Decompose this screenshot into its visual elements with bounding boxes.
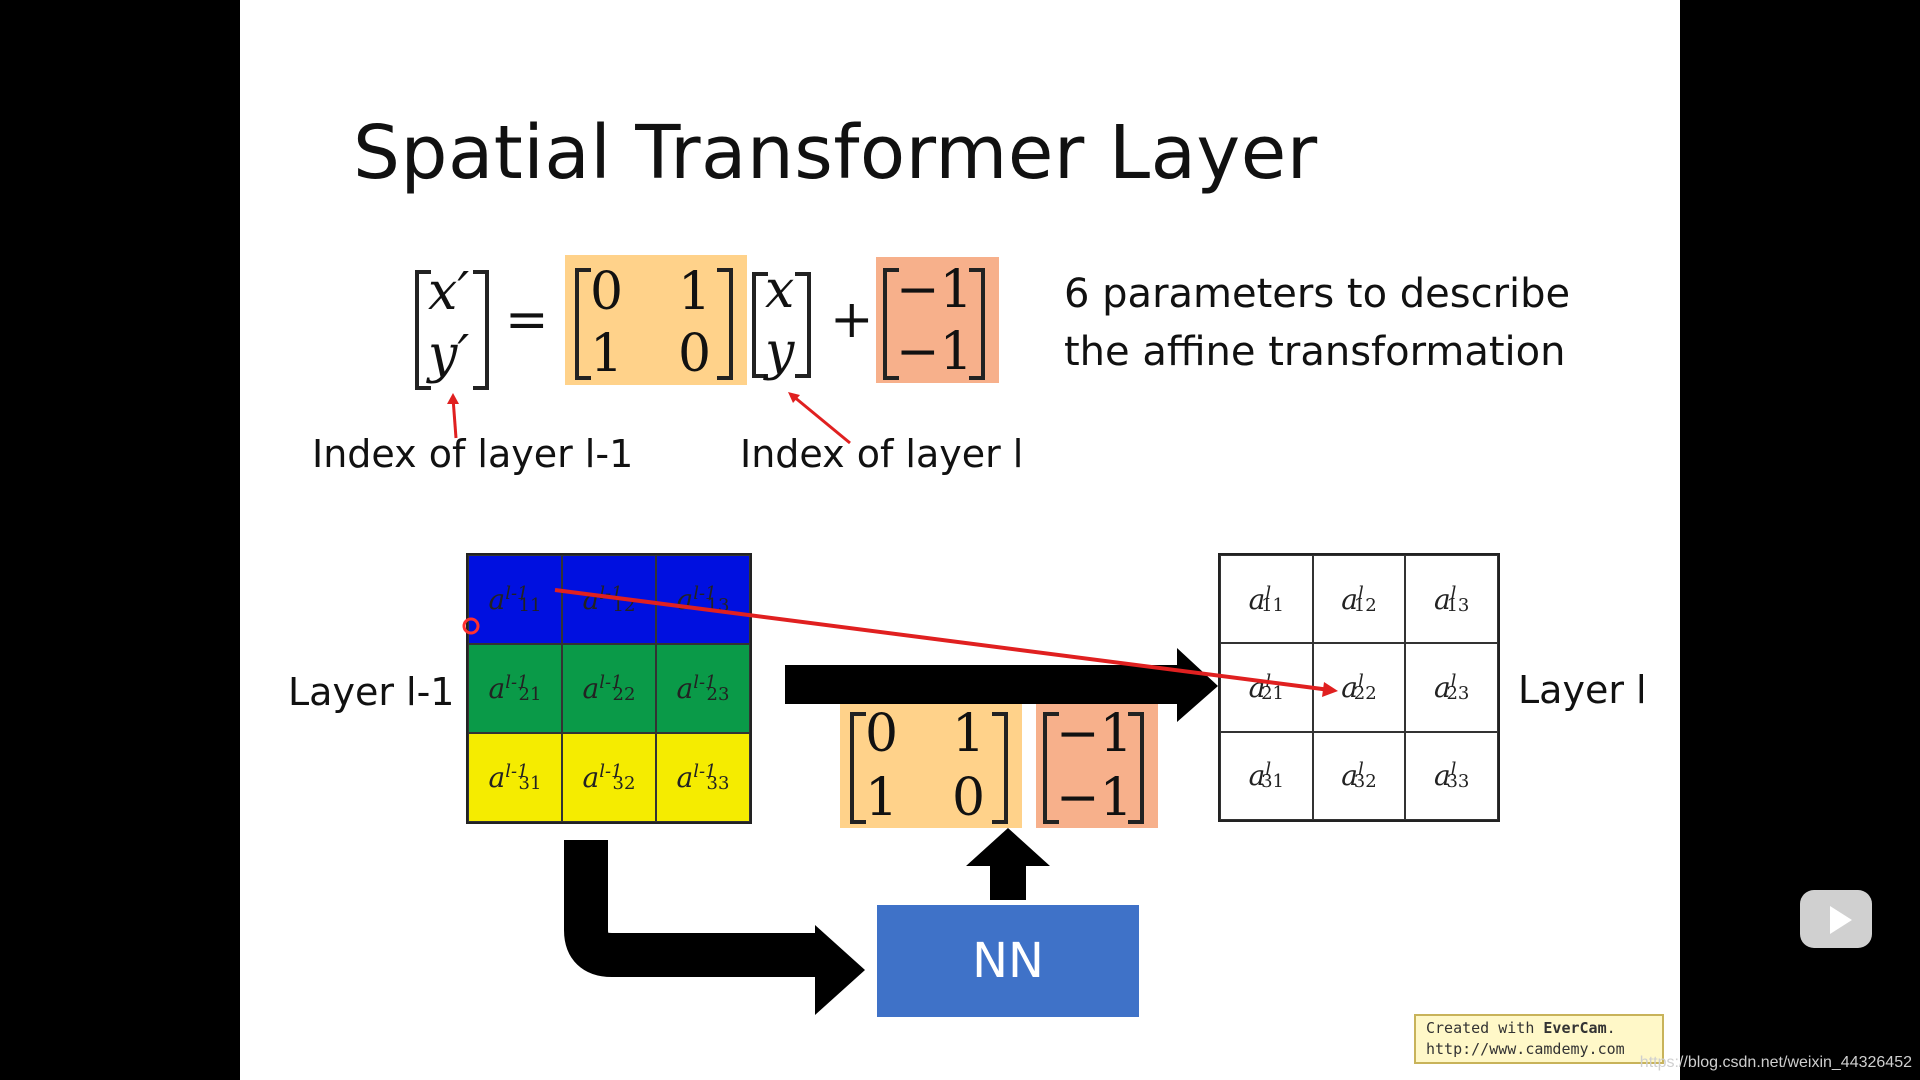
bracket-left bbox=[883, 268, 899, 380]
layer-next-grid: al11al12al13al21al22al23al31al32al33 bbox=[1218, 553, 1500, 822]
label-index-prev: Index of layer l-1 bbox=[312, 432, 634, 476]
bent-arrow-icon bbox=[564, 840, 815, 977]
vec-y: y bbox=[765, 322, 795, 382]
description-line: the affine transformation bbox=[1064, 329, 1566, 375]
matrix-cell: 0 bbox=[952, 768, 986, 828]
layer-prev-label: Layer l-1 bbox=[288, 670, 455, 714]
red-arrow-icon bbox=[792, 394, 851, 445]
watermark-line: http://www.camdemy.com bbox=[1426, 1040, 1625, 1058]
lhs-x: x′ bbox=[428, 262, 470, 322]
slide: Spatial Transformer Layer x′ y′ = 0 1 1 … bbox=[240, 0, 1680, 1080]
up-arrow-icon bbox=[966, 828, 1050, 900]
matrix-cell: 1 bbox=[865, 768, 899, 828]
evercam-watermark: Created with EverCam. http://www.camdemy… bbox=[1414, 1014, 1664, 1064]
vec-x: x bbox=[765, 260, 795, 320]
csdn-url: https://blog.csdn.net/weixin_44326452 bbox=[1639, 1054, 1912, 1071]
bracket-right bbox=[1128, 712, 1144, 824]
bracket-left bbox=[850, 712, 866, 824]
label-index-next: Index of layer l bbox=[740, 432, 1024, 476]
matrix-cell: 0 bbox=[590, 262, 624, 322]
bias-cell: −1 bbox=[1056, 704, 1133, 764]
nn-box: NN bbox=[877, 905, 1139, 1017]
transform-arrow-icon bbox=[785, 648, 1218, 722]
bias-cell: −1 bbox=[896, 260, 973, 320]
bracket-left bbox=[575, 268, 591, 380]
plus-sign: + bbox=[830, 290, 874, 350]
bracket-right bbox=[992, 712, 1008, 824]
red-arrow-icon bbox=[451, 397, 458, 439]
bottom-matrix-highlight bbox=[840, 700, 1022, 828]
bracket-right bbox=[717, 268, 733, 380]
bracket-left bbox=[752, 272, 768, 378]
bracket-left bbox=[1043, 712, 1059, 824]
red-arrow-head-icon bbox=[447, 393, 459, 404]
bottom-bias-highlight bbox=[1036, 700, 1158, 828]
bias-cell: −1 bbox=[896, 322, 973, 382]
description: 6 parameters to describe the affine tran… bbox=[1064, 265, 1570, 381]
arrows-overlay bbox=[447, 392, 1338, 1015]
slide-title: Spatial Transformer Layer bbox=[353, 110, 1318, 196]
matrix-cell: 1 bbox=[678, 262, 712, 322]
bent-arrow-head-icon bbox=[815, 925, 865, 1015]
mapping-line-icon bbox=[554, 588, 1331, 692]
equals-sign: = bbox=[505, 290, 549, 350]
layer-next-label: Layer l bbox=[1518, 668, 1647, 712]
matrix-cell: 1 bbox=[590, 324, 624, 384]
red-arrow-head-icon bbox=[788, 392, 800, 403]
bracket-right bbox=[473, 270, 489, 390]
bracket-right bbox=[795, 272, 811, 378]
description-line: 6 parameters to describe bbox=[1064, 271, 1571, 317]
matrix-cell: 0 bbox=[678, 324, 712, 384]
cursor-dot-icon bbox=[462, 617, 480, 635]
matrix-cell: 1 bbox=[952, 704, 986, 764]
bracket-left bbox=[415, 270, 431, 390]
bias-highlight bbox=[876, 257, 999, 383]
bracket-right bbox=[969, 268, 985, 380]
matrix-cell: 0 bbox=[865, 704, 899, 764]
play-triangle-icon bbox=[1830, 906, 1852, 934]
watermark-line: Created with EverCam. bbox=[1426, 1019, 1616, 1037]
lhs-y: y′ bbox=[428, 325, 470, 385]
mapping-arrow-head-icon bbox=[1322, 682, 1338, 697]
matrix-highlight bbox=[565, 255, 747, 385]
bias-cell: −1 bbox=[1056, 768, 1133, 828]
bilibili-play-icon[interactable] bbox=[1800, 890, 1872, 948]
